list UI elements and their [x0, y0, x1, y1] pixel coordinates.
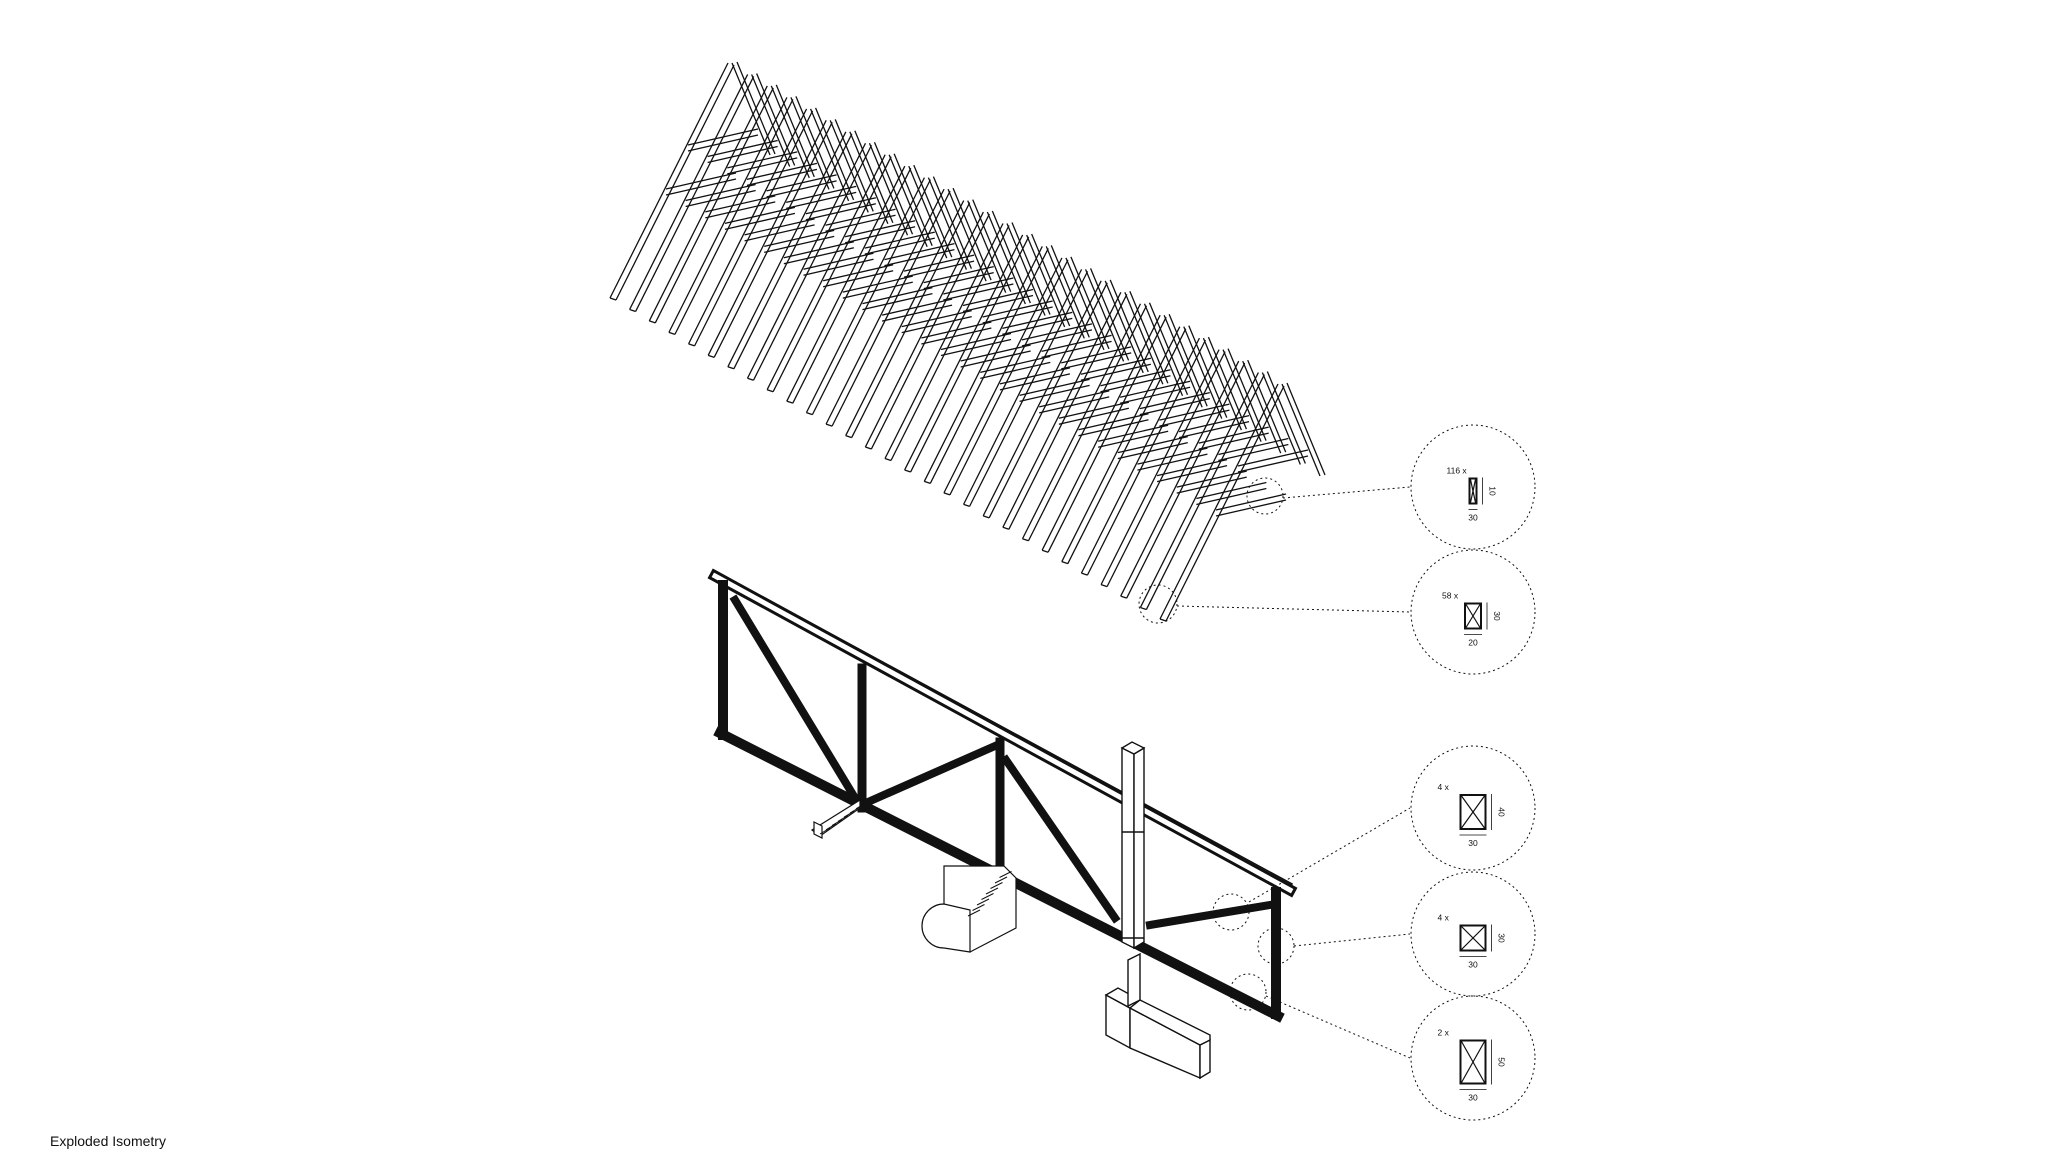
leader-line-4: [1293, 933, 1411, 947]
leader-line-1: [1282, 486, 1411, 499]
truss-diagonal-2: [862, 740, 1001, 808]
truss-top-chord: [707, 568, 1298, 898]
column-footing: [1104, 952, 1211, 1080]
callout-dim-bottom: 30: [1468, 838, 1478, 848]
rafter-pair: [1120, 359, 1287, 599]
rafter-pair: [1159, 382, 1326, 622]
callout-dim-side: 10: [1488, 486, 1498, 496]
truss-diagonal-3: [1000, 754, 1121, 924]
callout-count: 116 x: [1447, 466, 1468, 476]
detail-marker-3: [1212, 893, 1250, 931]
rafter-pair: [923, 245, 1090, 485]
rafter-pair: [1139, 371, 1306, 611]
callout-dim-bottom: 30: [1468, 1093, 1478, 1103]
steel-truss-frame: [707, 568, 1298, 1023]
stair-right: [921, 865, 1017, 953]
callout-dim-side: 40: [1497, 807, 1507, 817]
detail-marker-5: [1229, 973, 1267, 1011]
rafter-pair: [1080, 336, 1248, 576]
rafter-pair: [1061, 325, 1228, 565]
section-callout: 58 x 20 30: [1410, 549, 1536, 675]
rafter-pair: [727, 130, 894, 370]
rafter-pair: [982, 279, 1149, 519]
callout-circle: [1410, 424, 1536, 550]
detail-marker-1: [1246, 477, 1284, 515]
callout-dim-side: 30: [1492, 611, 1502, 621]
callout-dim-bottom: 20: [1468, 638, 1478, 648]
detail-marker-2: [1138, 584, 1178, 624]
callout-count: 2 x: [1438, 1028, 1450, 1038]
section-callout: 2 x 30 50: [1410, 995, 1536, 1121]
callout-count: 4 x: [1438, 913, 1450, 923]
drawing-caption: Exploded Isometry: [50, 1133, 166, 1149]
callout-dim-side: 30: [1497, 933, 1507, 943]
section-callout: 4 x 30 30: [1410, 871, 1536, 997]
callout-count: 4 x: [1438, 782, 1450, 792]
section-callouts: 116 x 30 10 58 x 20 30 4 x 30 40 4 x 30 30 2 x 30 50: [1410, 424, 1536, 1121]
rafter-pair: [845, 199, 1012, 439]
callout-dim-bottom: 30: [1468, 513, 1478, 523]
column: [1120, 741, 1146, 950]
callout-circle: [1410, 871, 1536, 997]
rafter-pair: [1041, 313, 1208, 553]
callout-dim-bottom: 30: [1468, 960, 1478, 970]
leader-line-5: [1265, 995, 1411, 1059]
rafter-pair: [687, 107, 855, 347]
rafter-pair: [609, 61, 776, 301]
callout-circle: [1410, 549, 1536, 675]
callout-dim-side: 50: [1497, 1057, 1507, 1067]
callout-count: 58 x: [1442, 591, 1459, 601]
truss-diagonal-4: [1145, 900, 1275, 930]
truss-diagonal-1: [729, 594, 861, 804]
leader-line-3: [1248, 807, 1411, 903]
callout-circle: [1410, 745, 1536, 871]
roof-rafters: [609, 61, 1326, 622]
leader-line-2: [1176, 605, 1411, 613]
section-callout: 4 x 30 40: [1410, 745, 1536, 871]
stair-left: [810, 798, 867, 839]
callout-circle: [1410, 995, 1536, 1121]
section-callout: 116 x 30 10: [1410, 424, 1536, 550]
